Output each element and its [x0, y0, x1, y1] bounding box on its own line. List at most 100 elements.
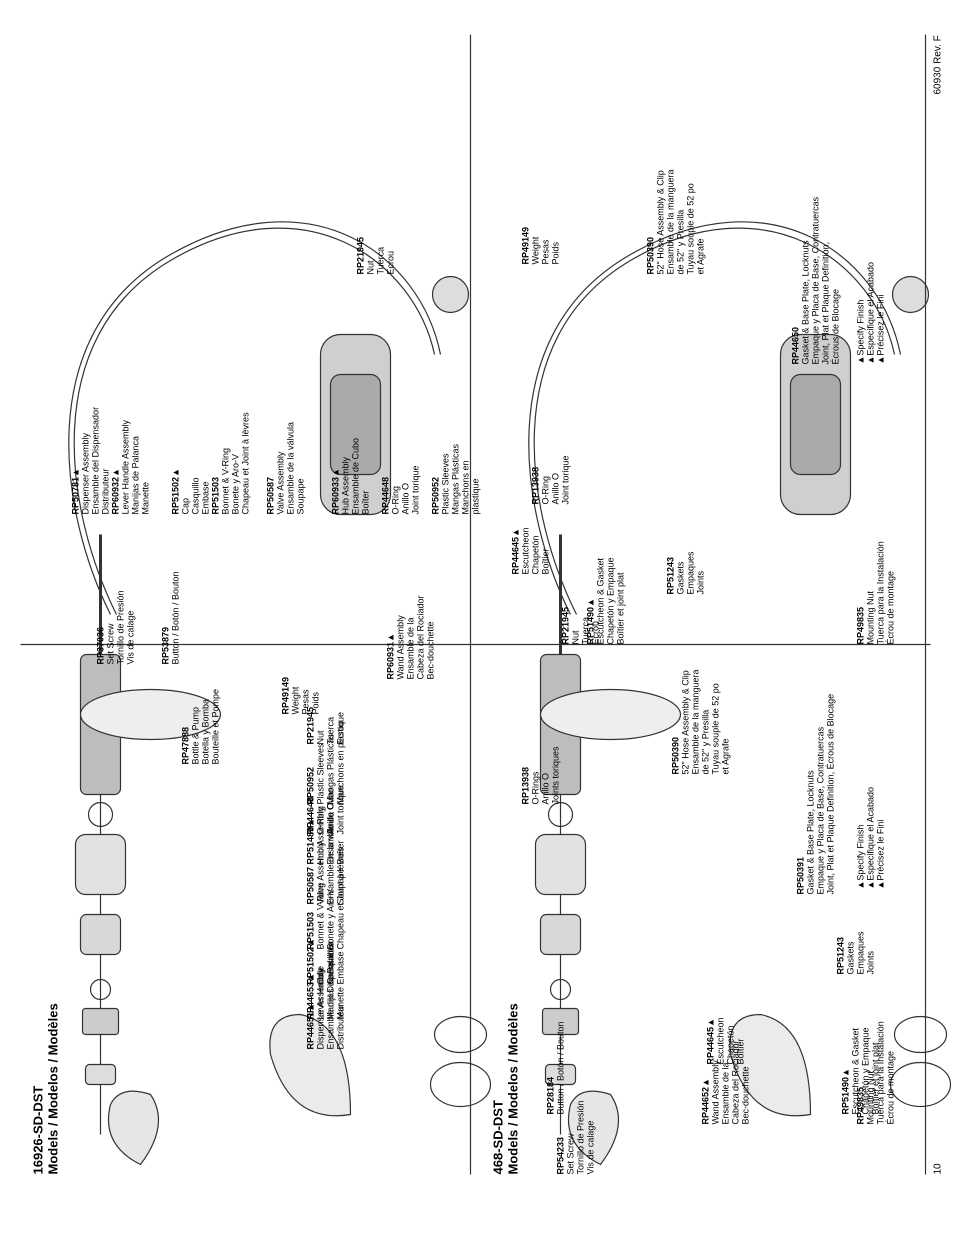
- panel-a-oring-part: [549, 978, 572, 1001]
- panel-b-hose-part: [68, 221, 442, 615]
- part-description: Ecrou: [335, 720, 346, 745]
- part-description: Empaques: [685, 551, 696, 595]
- part-description: Weight: [290, 686, 301, 715]
- panel-b-escutcheon-part: [79, 688, 222, 741]
- part-code: RP50952: [430, 476, 441, 515]
- part-description: Ensamble de la manguera: [690, 669, 701, 775]
- part-code: RP13938: [530, 466, 541, 505]
- part-description: Chapetón: [530, 535, 541, 575]
- part-description: Tornillo de Presión: [115, 590, 126, 665]
- part-description: Tuyau souple de 52 po: [710, 683, 721, 775]
- part-code: RP50391: [795, 856, 806, 895]
- part-description: ▲Especifique el Acabado: [865, 787, 876, 890]
- part-description: ▲Specify Finish: [855, 299, 866, 365]
- panel-b-mounting-nut-part: [431, 275, 470, 314]
- part-description: ▲Specify Finish: [855, 824, 866, 890]
- part-code: RP50390: [645, 236, 656, 275]
- part-description: Escutcheon & Gasket: [595, 557, 606, 645]
- panel-a-valve-part: [539, 913, 582, 956]
- part-description: Lever Handle Assembly: [120, 419, 131, 515]
- panel-a-hub-part: [534, 833, 587, 896]
- part-description: Set Screw: [105, 623, 116, 665]
- panel-a-bonnet-part: [541, 1007, 580, 1036]
- part-code: RP50781▲: [70, 468, 81, 515]
- part-description: Embase: [200, 481, 211, 515]
- part-description: Distributeur: [100, 468, 111, 515]
- part-description: O-Rings: [530, 771, 541, 805]
- part-code: RP51490▲: [840, 1068, 851, 1115]
- part-description: Bec-douchette: [425, 621, 436, 680]
- part-description: et Agrafe: [720, 738, 731, 775]
- part-description: Cabeza del Rociador: [415, 595, 426, 680]
- part-description: Mounting Nut: [865, 590, 876, 645]
- part-description: Bonete y Aro-V: [230, 453, 241, 515]
- part-code: RP13938: [520, 766, 531, 805]
- panel-a-cap-part: [544, 1063, 577, 1086]
- part-description: Button / Botón / Bouton: [555, 1021, 566, 1115]
- part-description: Mangas Plásticas: [450, 443, 461, 515]
- part-code: RP44648: [380, 476, 391, 515]
- part-code: RP50587: [265, 476, 276, 515]
- panel-b-title: 16926-SD-DST Models / Modelos / Modèles: [30, 1003, 61, 1175]
- part-description: Weight: [530, 236, 541, 265]
- panel-a-mounting-nut-part: [891, 275, 930, 314]
- panel-b-hub-part: [74, 833, 127, 896]
- part-code: RP21945: [355, 236, 366, 275]
- part-description: Poids: [550, 241, 561, 265]
- part-description: Pesas: [540, 239, 551, 265]
- part-description: Joints: [865, 950, 876, 975]
- part-description: 52" Hose Assembly & Clip: [680, 670, 691, 775]
- part-description: Empaques: [855, 931, 866, 975]
- part-code: RP44645▲: [510, 528, 521, 575]
- part-description: Tuerca: [375, 246, 386, 275]
- part-description: Gaskets: [845, 941, 856, 975]
- panel-a-label-finish: ▲Specify Finish▲Especifique el Acabado▲P…: [856, 787, 886, 889]
- part-description: Boîtier: [735, 1038, 746, 1065]
- part-description: Poids: [310, 691, 321, 715]
- part-description: Anillo O: [550, 472, 561, 505]
- part-description: Anillo O: [540, 772, 551, 805]
- page-number: 10: [932, 1163, 944, 1175]
- part-description: Tuerca para la Instalación: [875, 541, 886, 645]
- panel-a-hose-part-inner: [533, 227, 896, 615]
- doc-reference: 60930 Rev. F: [932, 35, 944, 95]
- panel-b-oring2-part: [87, 801, 114, 828]
- part-description: ▲Especifique el Acabado: [865, 262, 876, 365]
- part-description: Casquillo: [190, 477, 201, 515]
- part-description: Ensamble de la: [405, 617, 416, 680]
- panel-a-title: 468-SD-DST Models / Modelos / Modèles: [490, 1003, 521, 1175]
- panel-b-dispenser-handle: [107, 1090, 160, 1166]
- panel-a-gasket-ring-2: [893, 1015, 948, 1054]
- part-code: RP51490▲: [585, 598, 596, 645]
- part-description: Wand Assembly: [395, 615, 406, 680]
- part-description: Écrous de Blocage: [830, 288, 841, 365]
- part-description: Chapeau et Joint à lèvres: [240, 412, 251, 515]
- part-description: Ensamble del Dispensador: [90, 406, 101, 515]
- part-description: Bouteille et Pompe: [210, 688, 221, 765]
- part-code: RP49835: [855, 1086, 866, 1125]
- part-description: Tuerca: [325, 716, 336, 745]
- part-description: Chapetón: [725, 1025, 736, 1065]
- part-description: Soupape: [295, 478, 306, 515]
- part-description: Botella y Bomba: [200, 698, 211, 765]
- part-description: Joint torique: [560, 455, 571, 505]
- part-description: de 52" y Presilla: [675, 209, 686, 275]
